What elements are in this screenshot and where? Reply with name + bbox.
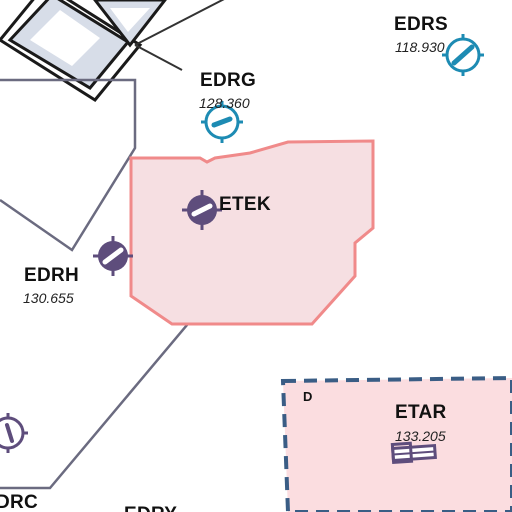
partial-airport-name: DRC (0, 492, 39, 512)
building-outlines (0, 0, 225, 102)
airport-name-etar: ETAR (395, 402, 447, 423)
military-airport-icon[interactable] (182, 190, 222, 230)
civil-airport-icon[interactable] (201, 101, 243, 143)
military-airfield-icon[interactable] (390, 441, 437, 465)
airport-frequency-edrh: 130.655 (23, 290, 74, 306)
airport-frequency-etar: 133.205 (395, 428, 446, 444)
military-airport-icon[interactable] (93, 236, 133, 276)
airport-name-edrg: EDRG (200, 70, 257, 91)
partial-airport-name: EDRY (124, 504, 177, 512)
civil-airport-icon[interactable] (442, 34, 484, 76)
restricted-area-etek[interactable] (129, 139, 375, 326)
airspace-class-label: D (303, 389, 313, 404)
airport-name-etek: ETEK (219, 194, 271, 215)
airport-frequency-edrs: 118.930 (395, 39, 445, 55)
partial-airport-icon[interactable] (0, 413, 28, 453)
airport-frequency-edrg: 128.360 (199, 95, 250, 111)
airport-name-edrs: EDRS (394, 14, 448, 35)
airport-name-edrh: EDRH (24, 265, 80, 286)
